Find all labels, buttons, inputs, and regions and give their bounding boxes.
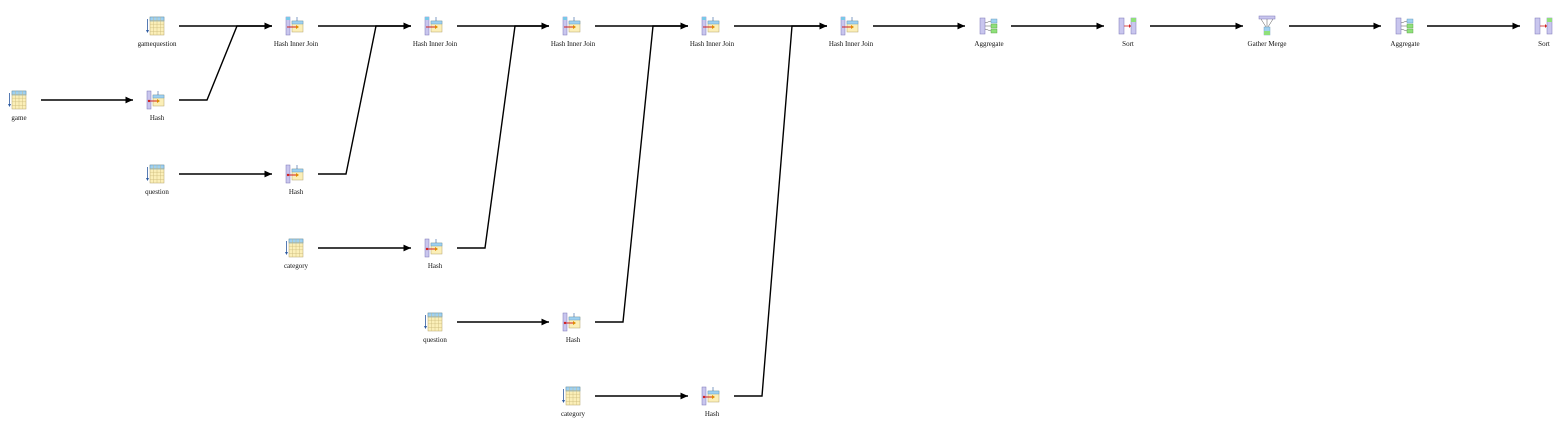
plan-node-n_hj4[interactable]: Hash Inner Join <box>690 16 735 48</box>
aggregate-icon <box>979 17 998 35</box>
node-label: Hash <box>705 410 720 418</box>
node-label: Hash Inner Join <box>829 40 874 48</box>
node-label: Hash <box>150 114 165 122</box>
plan-node-n_hj2[interactable]: Hash Inner Join <box>413 16 458 48</box>
plan-node-n_h5[interactable]: Hash <box>701 386 720 418</box>
edge-n_h2-to-n_hj2 <box>318 22 411 175</box>
hash-join-icon <box>424 16 443 36</box>
node-label: question <box>423 336 447 344</box>
hash-icon <box>562 312 581 332</box>
seq-scan-icon <box>8 90 27 110</box>
gather-merge-icon <box>1258 15 1276 36</box>
node-label: Aggregate <box>974 40 1003 48</box>
seq-scan-icon <box>424 312 443 332</box>
hash-join-icon <box>701 16 720 36</box>
plan-node-n_gm[interactable]: Gather Merge <box>1248 15 1287 48</box>
node-label: gamequestion <box>138 40 177 48</box>
plan-node-n_c2[interactable]: category <box>561 386 586 418</box>
node-label: Hash <box>289 188 304 196</box>
sort-icon <box>1118 17 1137 35</box>
plan-node-n_hj1[interactable]: Hash Inner Join <box>274 16 319 48</box>
edge-n_h5-to-n_hj5 <box>734 22 827 397</box>
plan-node-n_sort2[interactable]: Sort <box>1534 17 1553 48</box>
node-label: Hash <box>428 262 443 270</box>
node-label: Gather Merge <box>1248 40 1287 48</box>
plan-node-n_h3[interactable]: Hash <box>424 238 443 270</box>
seq-scan-icon <box>285 238 304 258</box>
seq-scan-icon <box>146 164 165 184</box>
node-label: Hash Inner Join <box>551 40 596 48</box>
node-label: Hash Inner Join <box>274 40 319 48</box>
plan-node-n_h1[interactable]: Hash <box>146 90 165 122</box>
edge-layer <box>41 22 1520 400</box>
seq-scan-icon <box>146 16 165 36</box>
aggregate-icon <box>1395 17 1414 35</box>
node-label: category <box>561 410 586 418</box>
node-label: Hash <box>566 336 581 344</box>
plan-node-n_game[interactable]: game <box>8 90 27 122</box>
node-label: Aggregate <box>1390 40 1419 48</box>
edge-n_h3-to-n_hj3 <box>457 22 549 249</box>
hash-icon <box>146 90 165 110</box>
plan-node-n_q2[interactable]: question <box>423 312 447 344</box>
edge-n_h4-to-n_hj4 <box>595 22 688 323</box>
node-label: Sort <box>1122 40 1134 48</box>
plan-node-n_h2[interactable]: Hash <box>285 164 304 196</box>
plan-node-n_agg1[interactable]: Aggregate <box>974 17 1004 48</box>
sort-icon <box>1534 17 1553 35</box>
node-label: Hash Inner Join <box>690 40 735 48</box>
plan-node-n_c1[interactable]: category <box>284 238 309 270</box>
node-label: category <box>284 262 309 270</box>
plan-node-n_hj3[interactable]: Hash Inner Join <box>551 16 596 48</box>
hash-join-icon <box>285 16 304 36</box>
hash-join-icon <box>562 16 581 36</box>
plan-node-n_sort1[interactable]: Sort <box>1118 17 1137 48</box>
plan-node-n_q1[interactable]: question <box>145 164 169 196</box>
plan-node-n_agg2[interactable]: Aggregate <box>1390 17 1420 48</box>
hash-icon <box>701 386 720 406</box>
plan-node-n_gq[interactable]: gamequestion <box>138 16 177 48</box>
node-label: question <box>145 188 169 196</box>
node-label: Sort <box>1538 40 1550 48</box>
edge-n_h1-to-n_hj1 <box>179 22 272 101</box>
seq-scan-icon <box>562 386 581 406</box>
hash-icon <box>285 164 304 184</box>
plan-node-n_hj5[interactable]: Hash Inner Join <box>829 16 874 48</box>
hash-join-icon <box>840 16 859 36</box>
node-label: Hash Inner Join <box>413 40 458 48</box>
hash-icon <box>424 238 443 258</box>
node-label: game <box>11 114 26 122</box>
plan-node-n_h4[interactable]: Hash <box>562 312 581 344</box>
